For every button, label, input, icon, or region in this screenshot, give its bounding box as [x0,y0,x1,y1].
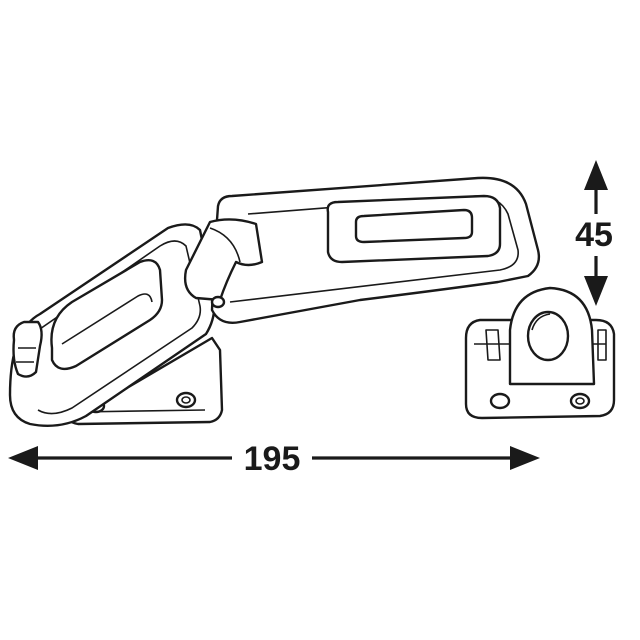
arrow-up-icon [584,160,608,190]
hinge-pin [210,295,226,309]
height-label: 45 [575,216,613,254]
flap-edge-knuckle [12,320,43,378]
staple [464,286,616,420]
screw-hole-right [175,391,197,409]
length-label: 195 [244,440,301,478]
length-dimension: 195 [8,440,540,478]
arrow-down-icon [584,276,608,306]
staple-hole-right [569,392,591,410]
arrow-right-icon [510,446,540,470]
staple-hole-left [489,392,511,410]
flap-slot [50,259,164,371]
arrow-left-icon [8,446,38,470]
height-dimension: 45 [575,160,613,306]
hinge-pivot [183,218,264,302]
arm-slot-inner [354,208,474,244]
hasp-flap [8,223,216,427]
hasp-arm [183,176,541,324]
staple-eye [526,310,570,362]
